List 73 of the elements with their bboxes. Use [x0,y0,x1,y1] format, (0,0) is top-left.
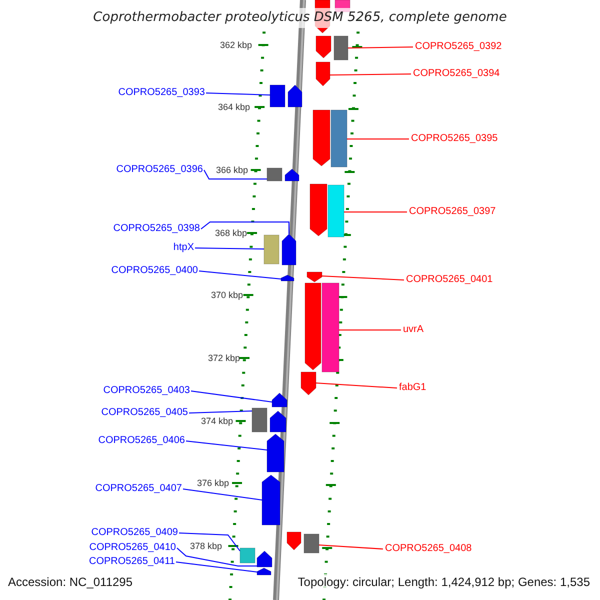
gene-block [322,282,340,372]
leader-line [176,548,258,566]
leader-line [204,170,268,180]
gene-label: COPRO5265_0398 [113,222,200,236]
leader-line [348,46,414,48]
gene-label: COPRO5265_0408 [385,542,472,556]
scale-label: 372 kbp [208,353,240,363]
gene-block [284,168,300,182]
leader-line [198,270,282,280]
gene-block [240,548,256,564]
scale-label: 368 kbp [214,228,247,238]
leader-line [186,440,268,450]
gene-label: COPRO5265_0406 [98,434,185,448]
leader-line [194,248,264,250]
gene-block [270,410,286,432]
gene-label: COPRO5265_0403 [103,384,190,398]
gene-block [334,36,348,60]
gene-label: COPRO5265_0394 [413,67,500,81]
gene-block [266,168,282,182]
gene-label: htpX [173,241,194,255]
leader-line [322,276,404,280]
gene-block [252,408,268,432]
scale-label: 364 kbp [218,102,250,112]
leader-line [182,488,262,500]
gene-block [316,62,330,86]
gene-label: fabG1 [399,381,426,395]
leader-line [206,92,270,96]
gene-block [272,392,288,408]
gene-block [288,84,302,108]
gene-label: uvrA [403,323,424,337]
gene-label: COPRO5265_0405 [101,406,188,420]
leader-line [176,562,258,572]
gene-label: COPRO5265_0409 [91,526,178,540]
gene-block [270,84,286,108]
leader-line [200,222,290,234]
gene-label: COPRO5265_0411 [89,555,175,569]
leader-line [346,138,410,140]
scale-label: 378 kbp [190,541,222,551]
leader-line [318,544,384,550]
leader-line [316,382,398,388]
footer-text: Topology: circular; Length: 1,424,912 bp; Genes: 1,535 [298,574,590,590]
scale-label: 374 kbp [200,416,233,426]
gene-label: COPRO5265_0410 [89,541,176,555]
leader-line [178,532,240,552]
gene-label: COPRO5265_0400 [111,264,198,278]
scale-label: 366 kbp [216,165,248,175]
gene-block [328,184,344,238]
gene-block [312,110,330,166]
gene-block [316,36,332,58]
footer-text: Accession: NC_011295 [8,574,133,590]
gene-label: COPRO5265_0392 [415,40,502,54]
gene-label: COPRO5265_0397 [409,205,496,219]
gene-block [264,234,280,264]
gene-block [310,184,328,236]
scale-label: 376 kbp [196,478,229,488]
gene-label: COPRO5265_0401 [406,273,493,287]
leader-line [190,390,272,402]
gene-label: COPRO5265_0395 [411,132,498,146]
gene-block [330,110,348,168]
gene-block [282,234,296,266]
scale-label: 362 kbp [220,40,252,50]
leader-line [188,410,252,414]
gene-block [304,534,320,554]
gene-label: COPRO5265_0393 [118,86,205,100]
gene-block [266,434,284,472]
gene-block [286,532,302,550]
gene-block [262,474,280,526]
gene-block [280,274,294,282]
scale-label: 370 kbp [210,290,243,300]
gene-label: COPRO5265_0407 [95,482,182,496]
leader-line [330,74,412,76]
gene-block [300,372,316,396]
gene-label: COPRO5265_0396 [116,163,203,177]
